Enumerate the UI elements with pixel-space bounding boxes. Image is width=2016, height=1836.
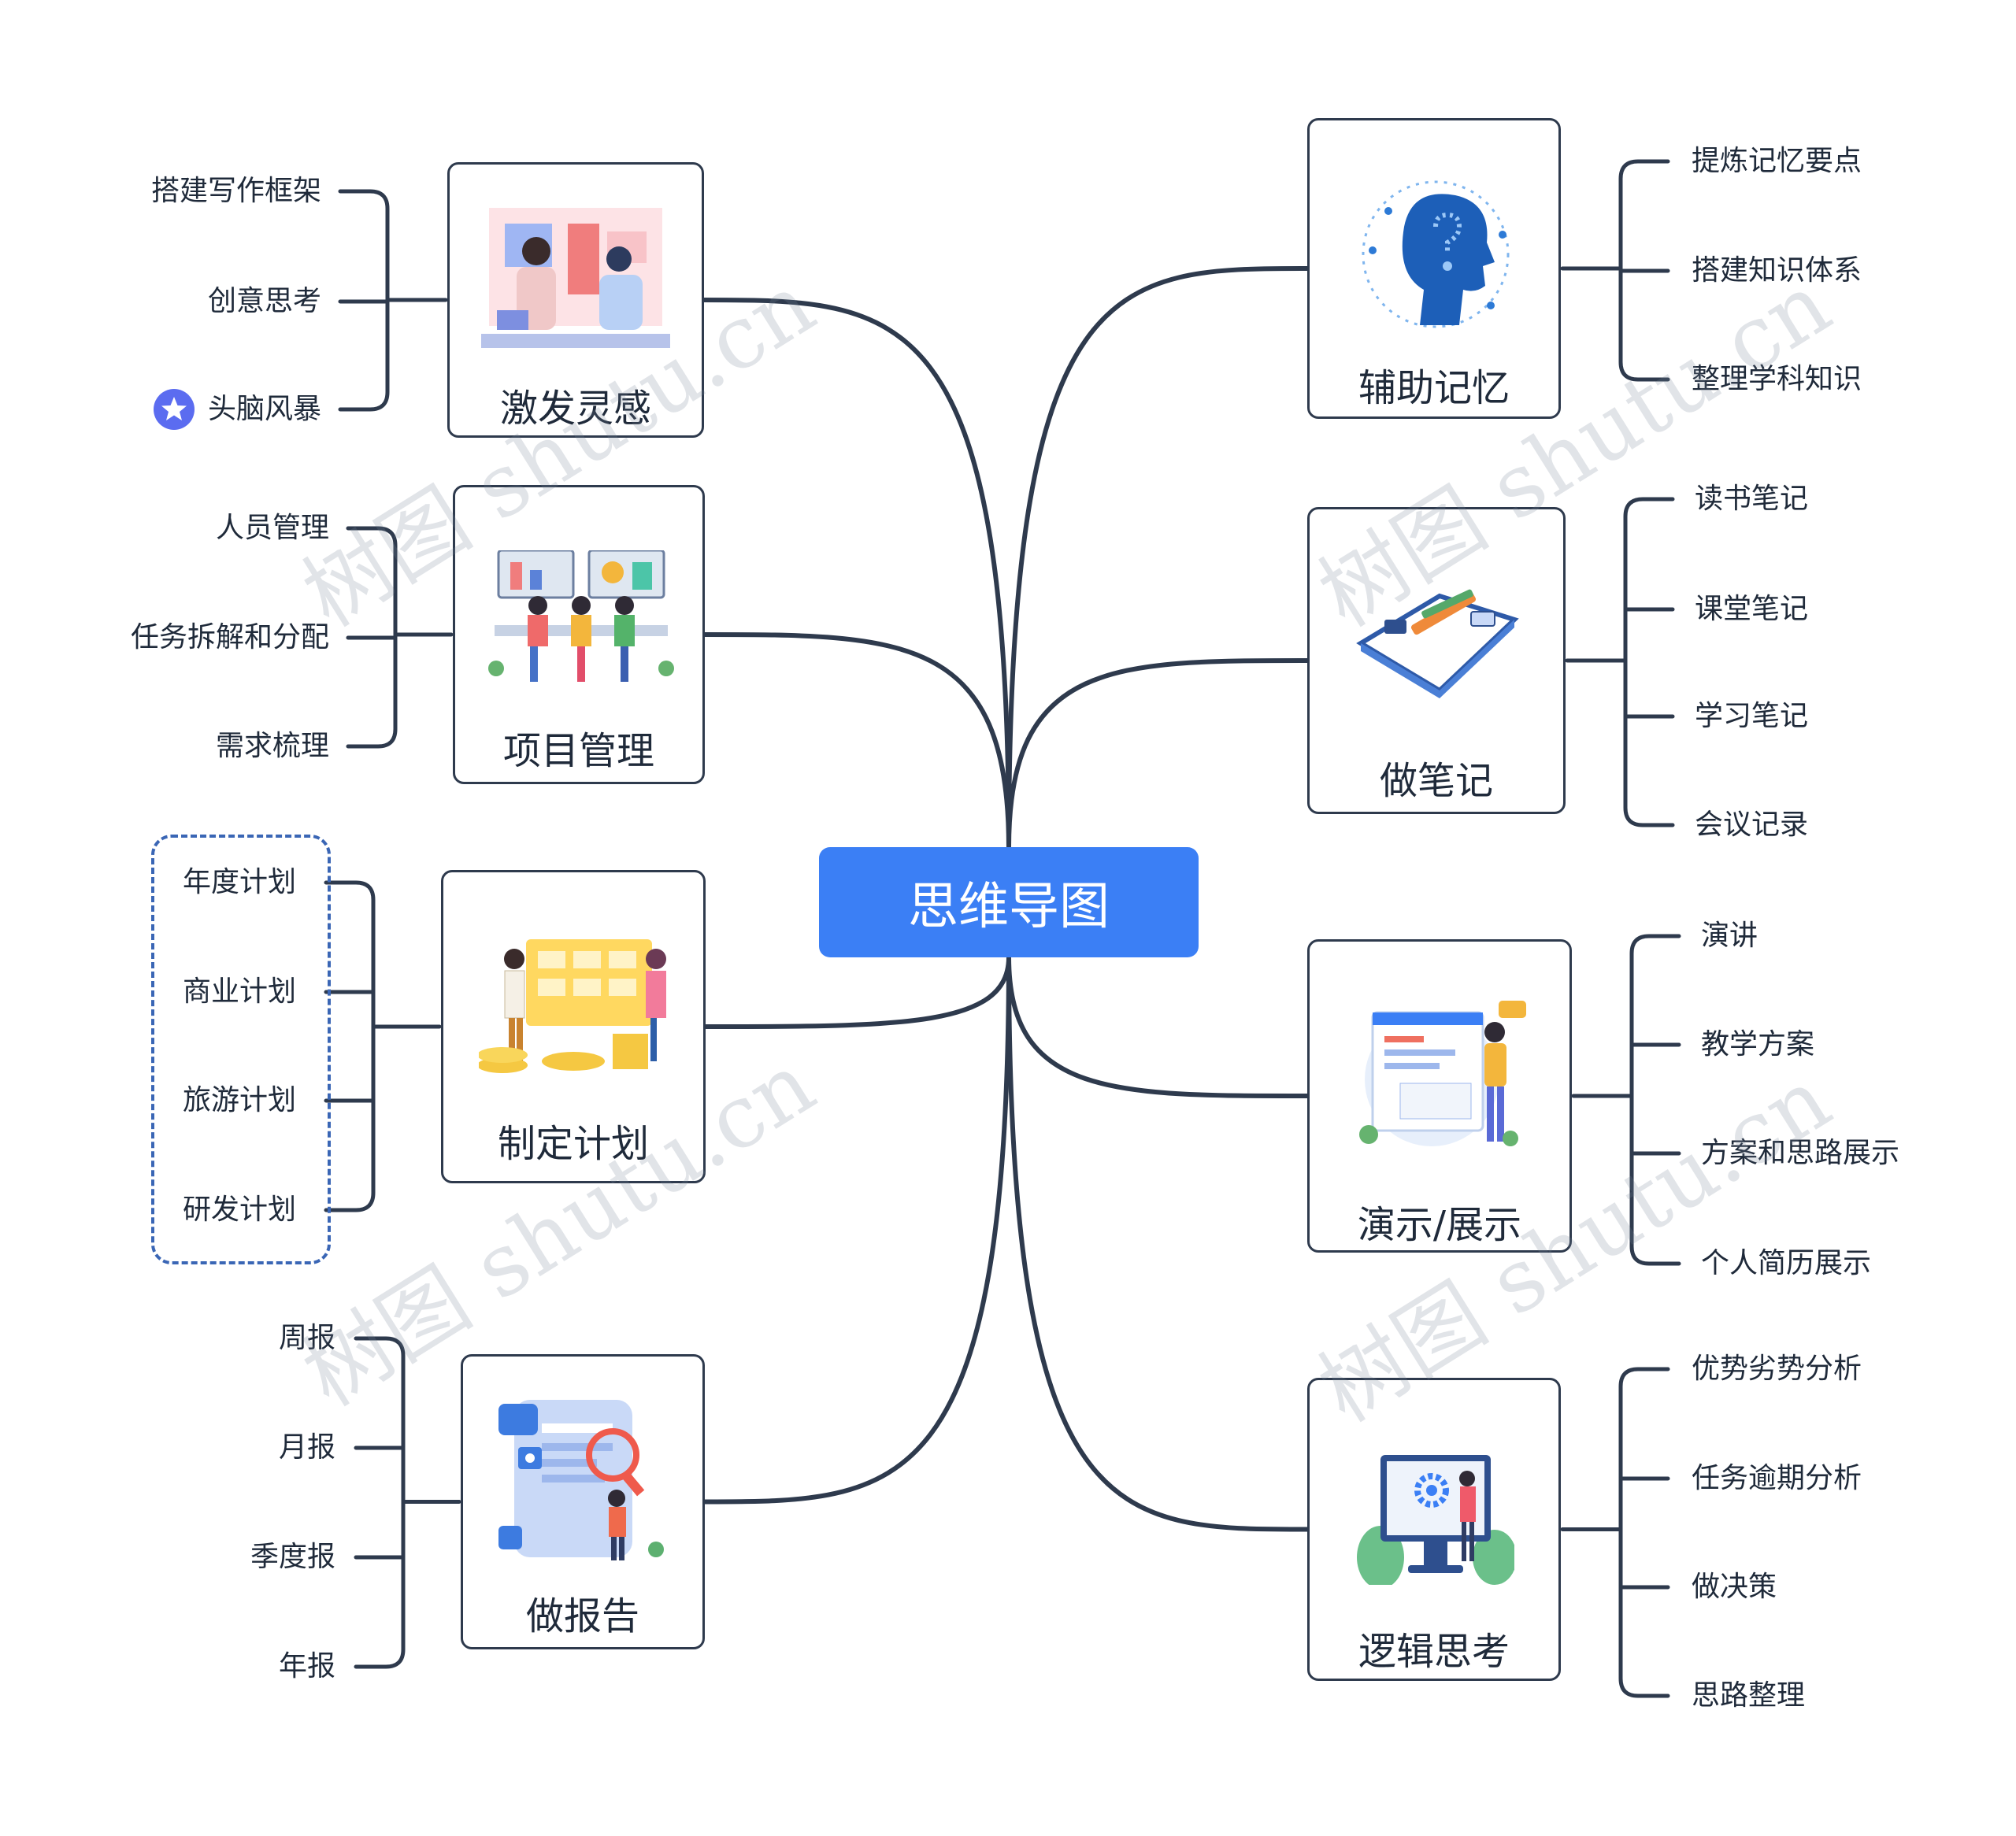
connector-right-0 — [1006, 266, 1310, 850]
subtopic[interactable]: 学习笔记 — [1695, 700, 1809, 732]
subtopic[interactable]: 需求梳理 — [215, 730, 329, 762]
subtopic[interactable]: 旅游计划 — [182, 1084, 296, 1116]
subtopic[interactable]: 读书笔记 — [1695, 483, 1809, 515]
subtopic[interactable]: 演讲 — [1701, 920, 1758, 952]
topic-title: 项目管理 — [502, 729, 654, 773]
subtopic[interactable]: 做决策 — [1692, 1571, 1777, 1603]
subtopic[interactable]: 搭建知识体系 — [1692, 254, 1862, 287]
topic-title: 辅助记忆 — [1358, 366, 1510, 410]
presentation-illustration — [1357, 1001, 1526, 1158]
subtopic[interactable]: 头脑风暴 — [207, 393, 321, 425]
subtopic[interactable]: 周报 — [278, 1322, 335, 1354]
subtopic[interactable]: 年报 — [278, 1650, 335, 1682]
gear-screen-illustration — [1357, 1447, 1517, 1589]
subtopic[interactable]: 会议记录 — [1695, 809, 1809, 841]
subtopic[interactable]: 整理学科知识 — [1692, 363, 1862, 395]
subtopic[interactable]: 任务拆解和分配 — [130, 621, 329, 653]
subtopic[interactable]: 季度报 — [250, 1541, 335, 1573]
subtopic[interactable]: 教学方案 — [1701, 1028, 1815, 1061]
bracket — [354, 1336, 406, 1669]
central-topic-label: 思维导图 — [908, 878, 1110, 936]
subtopic[interactable]: 商业计划 — [182, 975, 296, 1008]
bracket — [1618, 1367, 1670, 1698]
subtopic[interactable]: 个人简历展示 — [1701, 1247, 1872, 1279]
connector-left-0 — [702, 298, 1011, 850]
subtopic[interactable]: 搭建写作框架 — [150, 175, 321, 207]
connector-right-2 — [1006, 955, 1310, 1098]
topic-right-1[interactable]: 做笔记 — [1307, 507, 1566, 814]
planning-board-illustration — [477, 935, 680, 1077]
topic-title: 做报告 — [525, 1594, 639, 1638]
report-document-illustration — [498, 1400, 676, 1561]
team-meeting-illustration — [487, 549, 676, 688]
connector-left-1 — [702, 632, 1011, 850]
bracket — [1629, 934, 1681, 1266]
brain-head-illustration — [1357, 180, 1514, 337]
connector-right-1 — [1006, 658, 1310, 850]
connector-left-2 — [703, 955, 1011, 1029]
topic-right-3[interactable]: 逻辑思考 — [1307, 1378, 1561, 1681]
subtopic[interactable]: 人员管理 — [215, 512, 329, 544]
subtopic[interactable]: 任务逾期分析 — [1692, 1462, 1862, 1494]
topic-title: 制定计划 — [497, 1122, 649, 1166]
topic-title: 激发灵感 — [499, 387, 651, 431]
bracket — [324, 880, 376, 1212]
topic-title: 做笔记 — [1379, 759, 1493, 803]
subtopic[interactable]: 创意思考 — [207, 285, 321, 317]
subtopic[interactable]: 思路整理 — [1692, 1679, 1806, 1712]
subtopic[interactable]: 优势劣势分析 — [1692, 1353, 1862, 1385]
subtopic[interactable]: 年度计划 — [182, 866, 296, 898]
subtopic[interactable]: 月报 — [278, 1431, 335, 1464]
plan-group-dashed-box — [151, 835, 331, 1264]
subtopic[interactable]: 课堂笔记 — [1695, 593, 1809, 625]
subtopic[interactable]: 提炼记忆要点 — [1692, 145, 1862, 177]
brainstorm-illustration — [481, 208, 674, 365]
connector-right-3 — [1006, 955, 1310, 1532]
topic-left-1[interactable]: 项目管理 — [453, 485, 705, 784]
topic-title: 演示/展示 — [1357, 1203, 1522, 1247]
topic-left-3[interactable]: 做报告 — [461, 1354, 705, 1649]
topic-left-2[interactable]: 制定计划 — [441, 870, 706, 1183]
central-topic[interactable]: 思维导图 — [819, 847, 1199, 957]
subtopic[interactable]: 研发计划 — [182, 1194, 296, 1226]
topic-title: 逻辑思考 — [1358, 1630, 1510, 1674]
bracket — [1623, 497, 1675, 827]
topic-right-2[interactable]: 演示/展示 — [1307, 939, 1572, 1253]
topic-right-0[interactable]: 辅助记忆 — [1307, 118, 1561, 419]
topic-left-0[interactable]: 激发灵感 — [447, 162, 704, 438]
notebook-pencil-illustration — [1353, 572, 1522, 714]
subtopic[interactable]: 方案和思路展示 — [1701, 1137, 1900, 1169]
connector-left-3 — [702, 955, 1011, 1505]
star-badge-icon — [152, 387, 196, 431]
